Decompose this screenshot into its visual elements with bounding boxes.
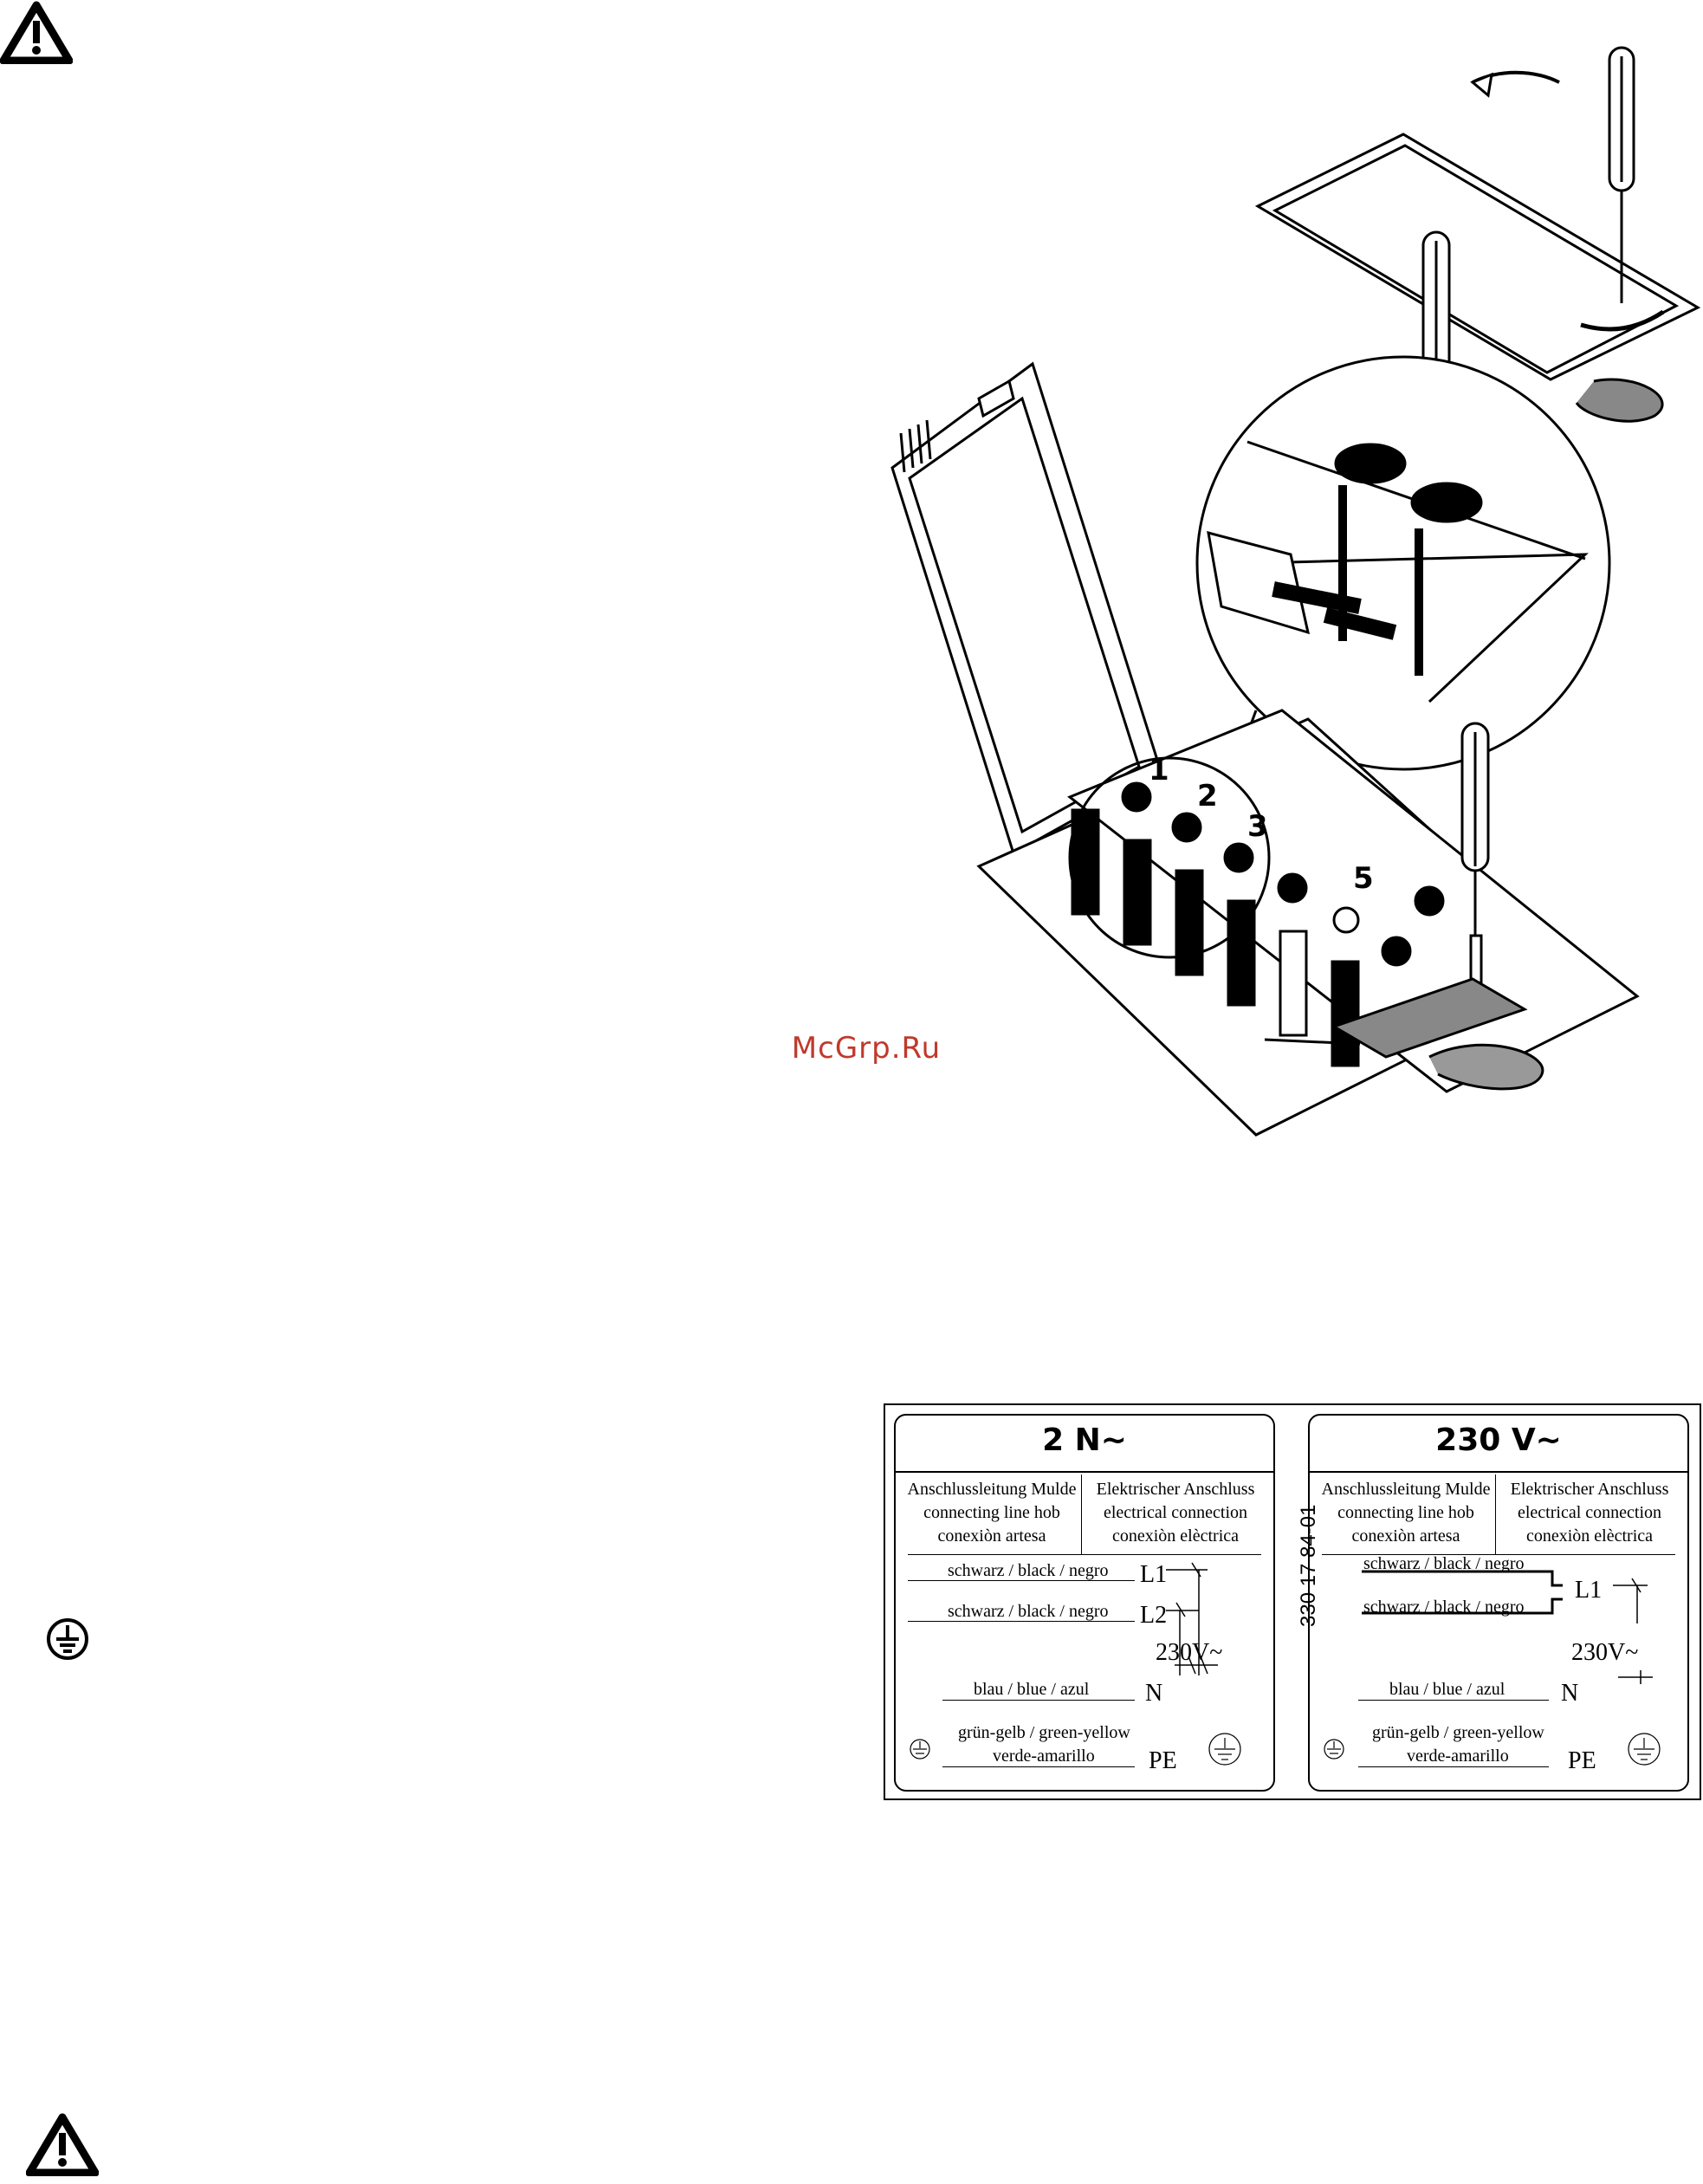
terminal-number: 1: [1149, 753, 1169, 787]
panel-title: 230 V~: [1435, 1423, 1562, 1458]
terminal-number: 5: [1353, 861, 1374, 896]
wire-label-l1: schwarz / black / negro: [948, 1561, 1109, 1580]
voltage-label: 230V~: [1156, 1639, 1223, 1666]
wiring-panel-2n: 2 N~ Anschlussleitung Mulde connecting l…: [894, 1414, 1275, 1792]
panel-title: 2 N~: [1042, 1423, 1127, 1458]
terminal-l1: L1: [1575, 1577, 1603, 1604]
terminal-n: N: [1145, 1680, 1163, 1707]
terminal-pe: PE: [1149, 1747, 1177, 1774]
hob-connection-illustration: 1 2 3 5: [890, 46, 1701, 1137]
watermark: McGrp.Ru: [791, 1031, 942, 1066]
warning-triangle-icon: [26, 2113, 99, 2176]
header-connecting-line: Anschlussleitung Mulde connecting line h…: [1321, 1480, 1491, 1546]
wiring-label: 2 N~ Anschlussleitung Mulde connecting l…: [884, 1403, 1701, 1800]
wire-label-pe-2: verde-amarillo: [993, 1747, 1095, 1766]
terminal-l1: L1: [1140, 1561, 1168, 1588]
wire-label-n: blau / blue / azul: [974, 1680, 1090, 1699]
terminal-pe: PE: [1568, 1747, 1596, 1774]
wire-label-n: blau / blue / azul: [1389, 1680, 1506, 1699]
terminal-number: 2: [1197, 779, 1218, 813]
voltage-label: 230V~: [1571, 1639, 1639, 1666]
terminal-n: N: [1561, 1680, 1579, 1707]
wire-label-l2: schwarz / black / negro: [948, 1602, 1109, 1621]
wire-label-pe-2: verde-amarillo: [1407, 1747, 1509, 1766]
protective-earth-icon: [47, 1618, 88, 1660]
warning-triangle-icon: [0, 1, 73, 64]
terminal-l2: L2: [1140, 1602, 1168, 1629]
wire-label-pe: grün-gelb / green-yellow: [958, 1723, 1130, 1742]
wire-label-l1a: schwarz / black / negro: [1363, 1554, 1525, 1573]
header-electrical-connection: Elektrischer Anschluss electrical connec…: [1096, 1480, 1255, 1546]
header-connecting-line: Anschlussleitung Mulde connecting line h…: [907, 1480, 1077, 1546]
wiring-panel-230v: 230 V~ Anschlussleitung Mulde connecting…: [1308, 1414, 1689, 1792]
terminal-number: 3: [1247, 809, 1268, 844]
wire-label-l1b: schwarz / black / negro: [1363, 1597, 1525, 1617]
wiring-diagram-230v: [1324, 1570, 1661, 1766]
header-electrical-connection: Elektrischer Anschluss electrical connec…: [1510, 1480, 1669, 1546]
wire-label-pe: grün-gelb / green-yellow: [1372, 1723, 1544, 1742]
wiring-diagram-2n: [910, 1562, 1241, 1766]
